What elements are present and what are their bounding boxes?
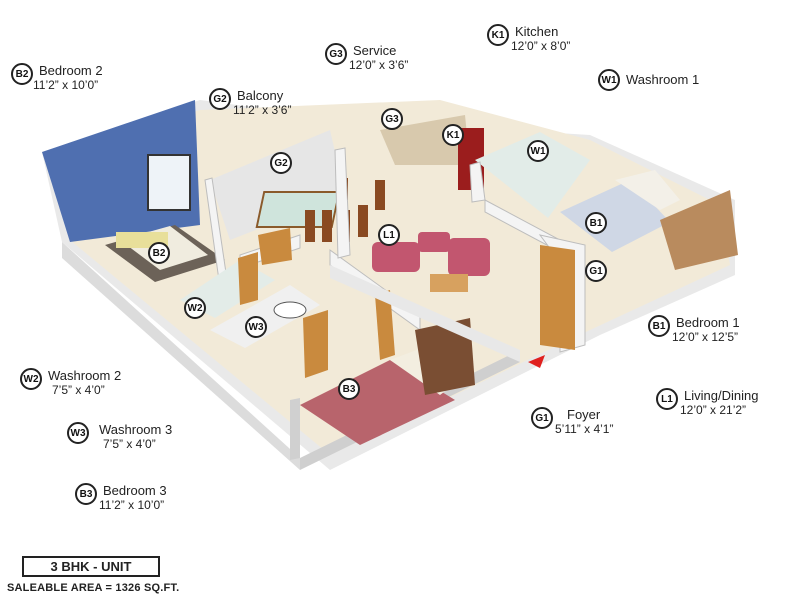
room-size: 7’5” x 4’0”: [52, 383, 105, 397]
room-size: 12’0” x 3’6”: [349, 58, 409, 72]
room-size: 7’5” x 4’0”: [103, 437, 156, 451]
room-size: 12’0” x 12’5”: [672, 330, 739, 344]
room-name: Washroom 2: [48, 368, 122, 383]
plan-tag-b3: B3: [338, 378, 360, 400]
dining-table: [255, 191, 341, 228]
bedroom-3-wardrobe: [415, 318, 475, 395]
plan-tag-w1: W1: [527, 140, 549, 162]
room-name: Foyer: [567, 407, 601, 422]
washroom-3: [210, 285, 320, 348]
room-name: Kitchen: [515, 24, 559, 39]
room-code-badge: W2: [20, 368, 42, 390]
room-size: 11’2” x 3’6”: [233, 103, 292, 117]
plan-tag-w3: W3: [245, 316, 267, 338]
entry-marker: [528, 355, 545, 368]
room-name: Service: [353, 43, 397, 58]
room-code-badge: B1: [648, 315, 670, 337]
room-size: 12’0” x 21’2”: [680, 403, 747, 417]
balcony: [210, 130, 345, 240]
room-code-badge: W1: [598, 69, 620, 91]
room-name: Washroom 1: [626, 72, 700, 87]
plan-tag-k1: K1: [442, 124, 464, 146]
unit-type-label: 3 BHK - UNIT: [22, 556, 160, 577]
plan-tag-w2: W2: [184, 297, 206, 319]
room-size: 11’2” x 10’0”: [99, 498, 165, 512]
room-name: Bedroom 1: [676, 315, 740, 330]
plan-tag-b1: B1: [585, 212, 607, 234]
sofa: [372, 242, 420, 272]
room-size: 12’0” x 8’0”: [511, 39, 571, 53]
room-code-badge: G3: [325, 43, 347, 65]
plan-tag-g2: G2: [270, 152, 292, 174]
saleable-area-label: SALEABLE AREA = 1326 SQ.FT.: [7, 582, 180, 594]
room-code-badge: K1: [487, 24, 509, 46]
room-name: Washroom 3: [99, 422, 173, 437]
room-name: Balcony: [237, 88, 284, 103]
plan-tag-g3: G3: [381, 108, 403, 130]
room-code-badge: B2: [11, 63, 33, 85]
room-name: Bedroom 3: [103, 483, 167, 498]
room-code-badge: W3: [67, 422, 89, 444]
legend-washroom-1: W1 Washroom 1: [598, 69, 699, 91]
plan-tag-g1: G1: [585, 260, 607, 282]
plan-tag-l1: L1: [378, 224, 400, 246]
room-code-badge: G2: [209, 88, 231, 110]
room-name: Living/Dining: [684, 388, 759, 403]
bedroom-3-bed: [300, 360, 455, 445]
washroom-1: [475, 132, 590, 218]
room-size: 5’11” x 4’1”: [555, 422, 614, 436]
room-size: 11’2” x 10’0”: [33, 78, 99, 92]
room-name: Bedroom 2: [39, 63, 103, 78]
room-code-badge: B3: [75, 483, 97, 505]
plan-tag-b2: B2: [148, 242, 170, 264]
room-code-badge: G1: [531, 407, 553, 429]
room-code-badge: L1: [656, 388, 678, 410]
